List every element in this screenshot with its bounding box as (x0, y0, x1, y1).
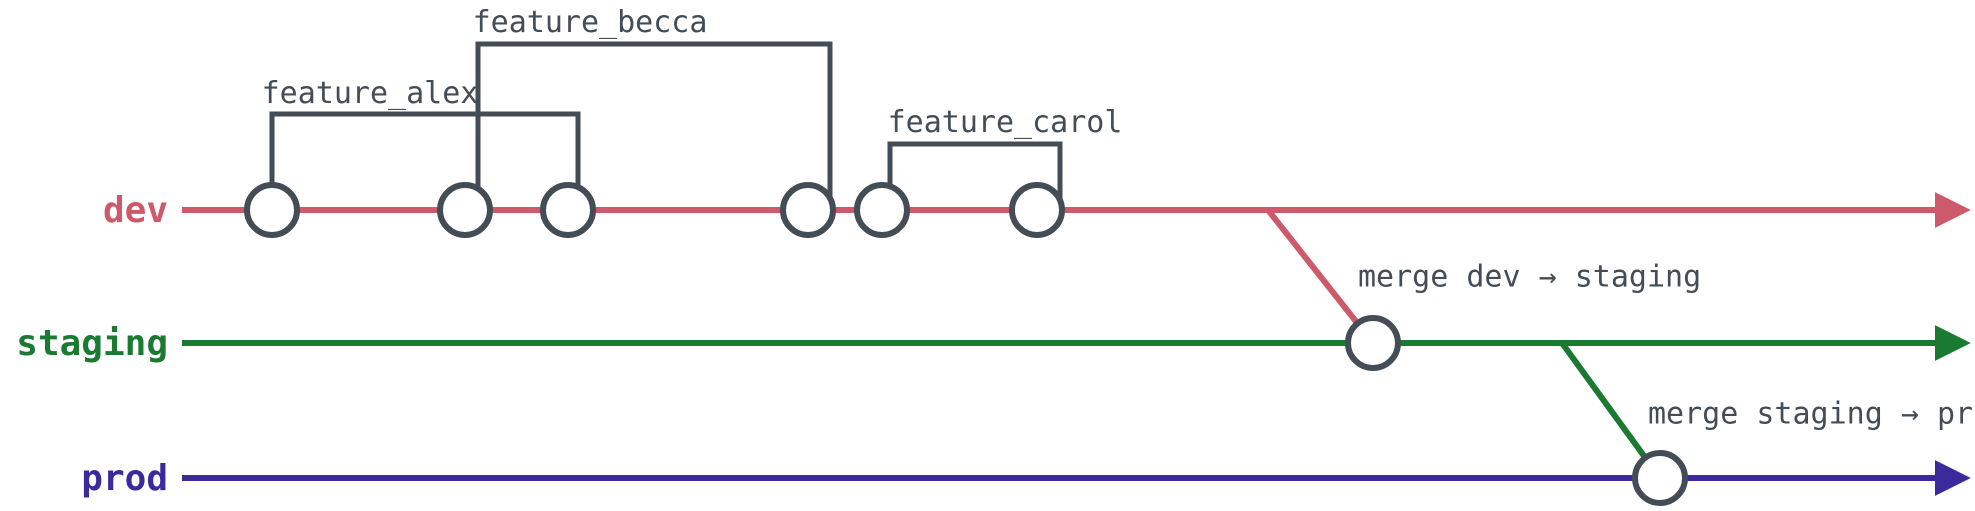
feature-branch-label-feature_carol: feature_carol (888, 105, 1123, 140)
feature-bracket-feature_carol (887, 141, 1063, 210)
commit-node[interactable] (780, 182, 836, 238)
merge-label-staging-prod: merge staging → prod (1648, 397, 1975, 432)
branch-lane-staging: staging (16, 323, 1971, 364)
commit-node[interactable] (1009, 182, 1065, 238)
commit-node[interactable] (540, 182, 596, 238)
feature-bracket-feature_becca (475, 41, 833, 210)
commit-nodes-dev (244, 182, 1065, 238)
merge-staging-prod: merge staging → prod (1559, 340, 1975, 481)
commit-node[interactable] (437, 182, 493, 238)
feature-bracket-feature_alex (269, 111, 581, 210)
feature-branch-feature_becca: feature_becca (473, 5, 833, 210)
commit-node[interactable] (1632, 450, 1688, 506)
feature-branch-feature_alex: feature_alex (262, 76, 581, 210)
feature-branch-feature_carol: feature_carol (887, 105, 1123, 210)
commit-node[interactable] (1345, 315, 1401, 371)
feature-branch-label-feature_becca: feature_becca (473, 5, 708, 40)
branch-label-dev: dev (103, 190, 168, 231)
feature-branch-label-feature_alex: feature_alex (262, 76, 479, 111)
commit-nodes-staging (1345, 315, 1401, 371)
merge-label-dev-staging: merge dev → staging (1358, 260, 1701, 295)
merge-dev-staging: merge dev → staging (1265, 207, 1701, 346)
branch-label-prod: prod (81, 458, 168, 499)
merge-line-dev-staging (1265, 207, 1376, 346)
commit-nodes-prod (1632, 450, 1688, 506)
commit-node[interactable] (244, 182, 300, 238)
commit-node[interactable] (854, 182, 910, 238)
branch-label-staging: staging (16, 323, 168, 364)
